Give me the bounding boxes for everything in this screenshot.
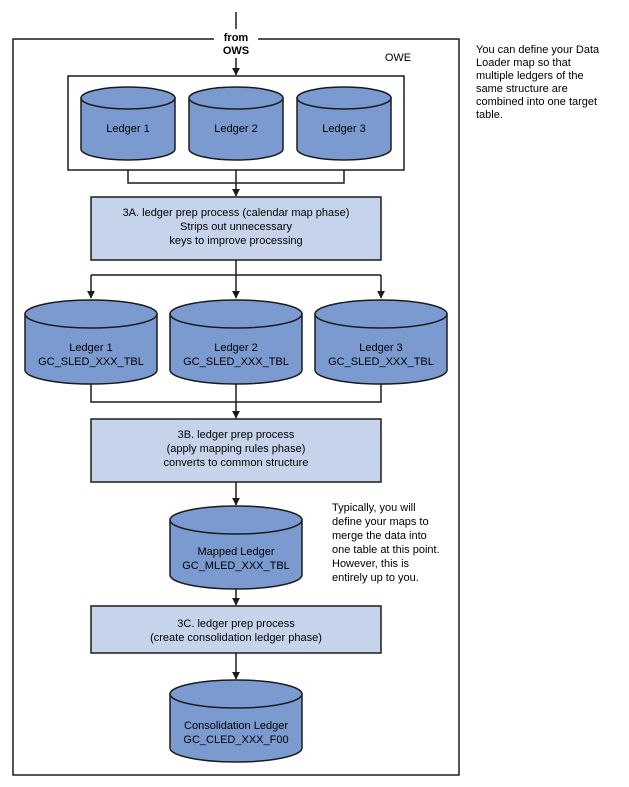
owe-container-label: OWE — [385, 52, 411, 64]
source-ledger-3: Ledger 3 — [296, 86, 392, 161]
side-note-line-3: multiple ledgers of the — [476, 70, 584, 82]
entry-label-from: from — [224, 32, 249, 44]
sled-table-1-label-table: GC_SLED_XXX_TBL — [38, 356, 144, 368]
mapped-ledger-top — [169, 505, 303, 535]
step-3b-line-2: (apply mapping rules phase) — [167, 443, 306, 455]
source-ledger-1-body — [80, 97, 176, 161]
sled-table-2-label-table: GC_SLED_XXX_TBL — [183, 356, 289, 368]
typically-note-line-5: However, this is — [332, 558, 410, 570]
mapped-ledger-label-name: Mapped Ledger — [197, 546, 274, 558]
consolidation-ledger: Consolidation Ledger GC_CLED_XXX_F00 — [169, 679, 303, 763]
source-ledger-2-body — [188, 97, 284, 161]
source-ledger-2: Ledger 2 — [188, 86, 284, 161]
mapped-ledger-body — [169, 519, 303, 590]
entry-label-background — [214, 30, 258, 56]
step-3a-line-2: Strips out unnecessary — [180, 221, 292, 233]
side-note-line-2: Loader map so that — [476, 57, 571, 69]
sled-table-2: Ledger 2 GC_SLED_XXX_TBL — [169, 299, 303, 385]
typically-note-line-6: entirely up to you. — [332, 572, 419, 584]
side-note-line-4: same structure are — [476, 83, 568, 95]
step-3a-line-3: keys to improve processing — [169, 235, 302, 247]
source-ledger-1: Ledger 1 — [80, 86, 176, 161]
source-ledger-1-label: Ledger 1 — [106, 123, 149, 135]
consolidation-ledger-top — [169, 679, 303, 709]
sled-table-1-label-name: Ledger 1 — [69, 342, 112, 354]
typically-note: Typically, you will define your maps to … — [332, 502, 440, 584]
entry-label-ows: OWS — [223, 45, 249, 57]
source-ledger-3-label: Ledger 3 — [322, 123, 365, 135]
sled-table-1-top — [24, 299, 158, 329]
source-ledger-2-top — [188, 86, 284, 110]
side-note-line-5: combined into one target — [476, 96, 598, 108]
consolidation-ledger-label-name: Consolidation Ledger — [184, 720, 288, 732]
sled-table-3-label-name: Ledger 3 — [359, 342, 402, 354]
sled-table-1: Ledger 1 GC_SLED_XXX_TBL — [24, 299, 158, 385]
source-ledger-3-body — [296, 97, 392, 161]
step-3b-line-1: 3B. ledger prep process — [178, 429, 295, 441]
sled-table-3-label-table: GC_SLED_XXX_TBL — [328, 356, 434, 368]
typically-note-line-4: one table at this point. — [332, 544, 440, 556]
source-ledger-1-top — [80, 86, 176, 110]
side-note: You can define your Data Loader map so t… — [476, 44, 599, 122]
sled-table-2-label-name: Ledger 2 — [214, 342, 257, 354]
sled-table-1-body — [24, 313, 158, 385]
step-3c-line-2: (create consolidation ledger phase) — [150, 632, 322, 644]
consolidation-ledger-body — [169, 693, 303, 763]
sled-table-3-top — [314, 299, 448, 329]
side-note-line-1: You can define your Data — [476, 44, 600, 56]
typically-note-line-3: merge the data into — [332, 530, 427, 542]
source-ledger-2-label: Ledger 2 — [214, 123, 257, 135]
sled-table-2-top — [169, 299, 303, 329]
step-3a-line-1: 3A. ledger prep process (calendar map ph… — [123, 207, 350, 219]
step-3c-line-1: 3C. ledger prep process — [177, 618, 295, 630]
consolidation-ledger-label-table: GC_CLED_XXX_F00 — [183, 734, 288, 746]
typically-note-line-2: define your maps to — [332, 516, 429, 528]
side-note-line-6: table. — [476, 109, 503, 121]
sled-table-2-body — [169, 313, 303, 385]
mapped-ledger: Mapped Ledger GC_MLED_XXX_TBL — [169, 505, 303, 590]
mapped-ledger-label-table: GC_MLED_XXX_TBL — [182, 560, 290, 572]
source-ledger-3-top — [296, 86, 392, 110]
step-3b-line-3: converts to common structure — [164, 457, 309, 469]
typically-note-line-1: Typically, you will — [332, 502, 416, 514]
sled-table-3: Ledger 3 GC_SLED_XXX_TBL — [314, 299, 448, 385]
sled-table-3-body — [314, 313, 448, 385]
